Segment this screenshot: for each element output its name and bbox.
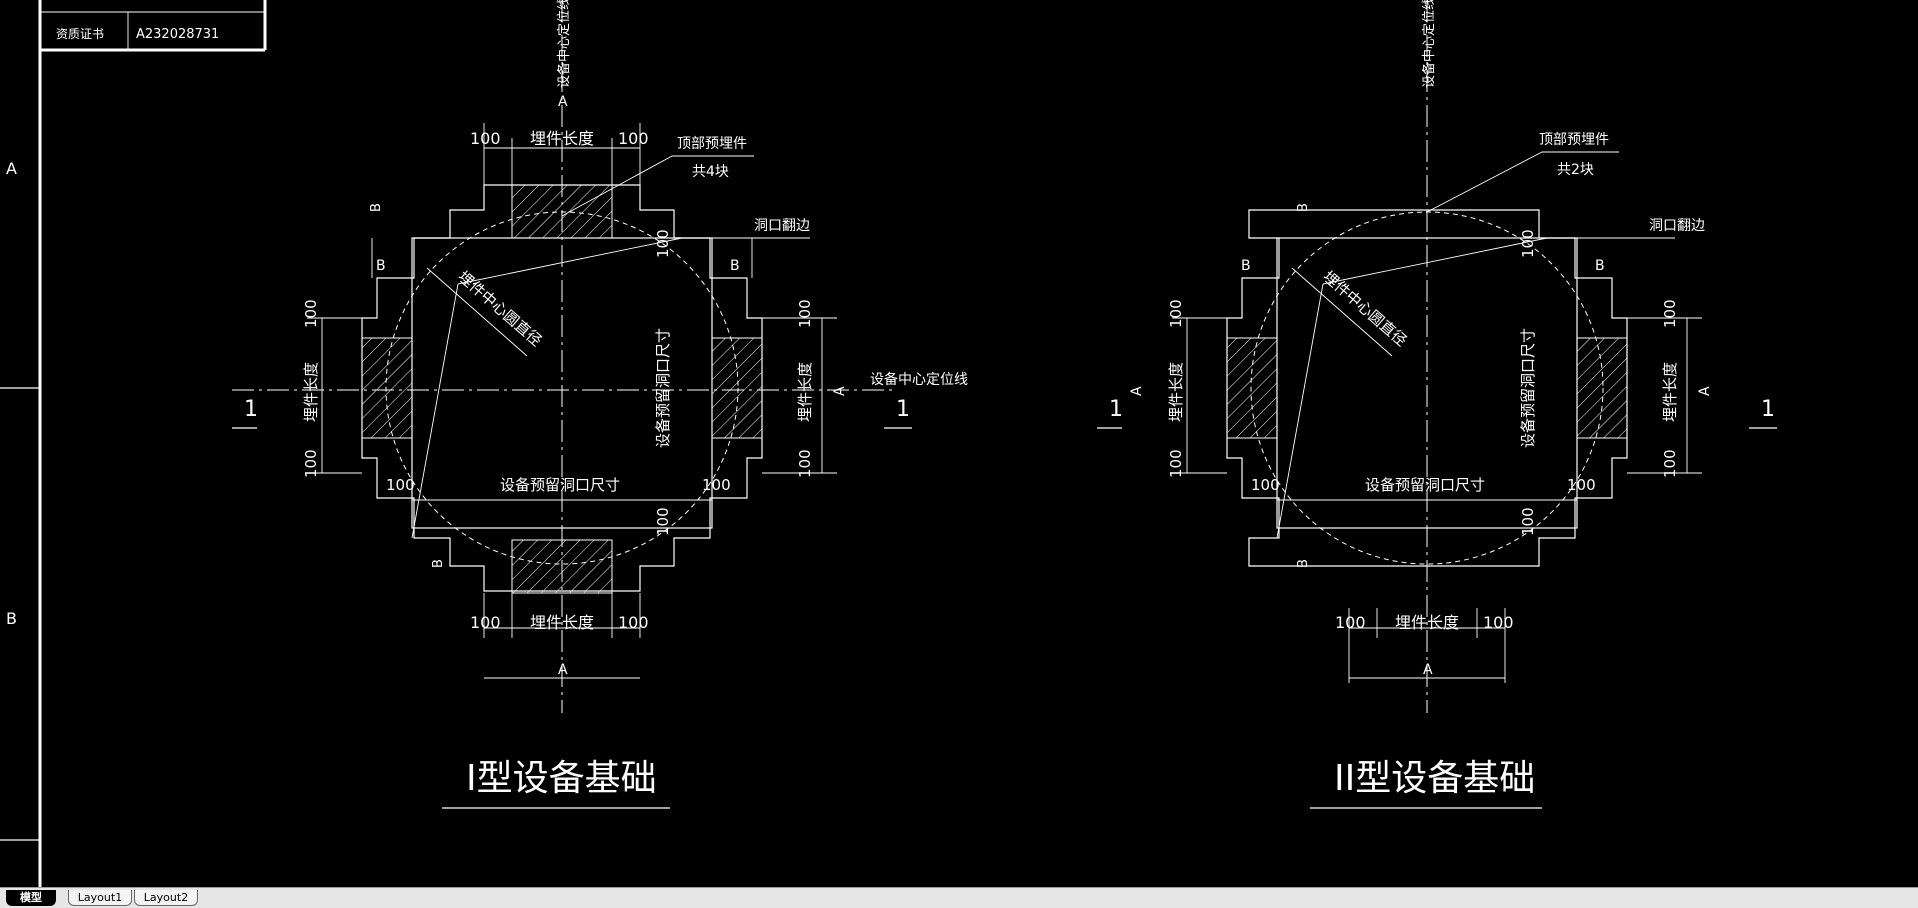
right-embed-length-label: 埋件长度 [796, 362, 814, 422]
section-b-mark: B [1241, 258, 1251, 274]
cert-number: A232028731 [136, 27, 219, 42]
bottom-dim-100-left: 100 [386, 476, 415, 494]
right-side-dim-100-top: 100 [1661, 299, 1679, 328]
right-section-a: A [1697, 386, 1713, 396]
bottom-section-a: A [558, 662, 568, 678]
center-line-label-vertical: 设备中心定位线 [1421, 0, 1437, 88]
title-block: 资质证书 A232028731 [40, 0, 267, 52]
foundation-drawing-type-2: 埋件中心圆直径 顶部预埋件 共2块 洞口翻边 B B B B 设备预留洞口尺寸 … [1097, 0, 1777, 713]
embed-note-line1: 顶部预埋件 [677, 136, 747, 152]
right-side-dim-100-bottom: 100 [796, 449, 814, 478]
right-side-dim-100-top: 100 [796, 299, 814, 328]
right-embed-length-label: 埋件长度 [1661, 362, 1679, 422]
right-side-dim-100-bottom: 100 [1661, 449, 1679, 478]
bottom-section-a: A [1423, 662, 1433, 678]
left-dim-100-top: 100 [302, 299, 320, 328]
foundation-drawing-type-1: 埋件中心圆直径 100 埋件长度 100 A 顶部预埋件 共4块 洞口翻边 B … [232, 0, 968, 713]
tab-model[interactable]: 模型 [6, 890, 56, 906]
embed-note-line2: 共2块 [1557, 162, 1594, 178]
left-dim-100-bottom: 100 [302, 449, 320, 478]
section-b-mark: B [1296, 559, 1311, 568]
left-embed-length-label: 埋件长度 [302, 362, 320, 422]
right-dim-100-lower: 100 [654, 507, 672, 536]
cut-mark-left: 1 [244, 397, 258, 422]
grid-label-b: B [6, 609, 17, 628]
bottom-dim-100-right: 100 [702, 476, 731, 494]
embed-note-line2: 共4块 [692, 164, 729, 180]
tab-layout2[interactable]: Layout2 [134, 890, 198, 906]
opening-size-horizontal: 设备预留洞口尺寸 [500, 476, 620, 494]
top-section-a: A [558, 94, 568, 110]
cert-label: 资质证书 [56, 27, 104, 41]
embed-note-line1: 顶部预埋件 [1539, 132, 1609, 148]
section-b-mark: B [730, 258, 740, 274]
opening-size-vertical: 设备预留洞口尺寸 [654, 328, 672, 448]
left-section-a: A [1129, 386, 1145, 396]
top-embed-length-label: 埋件长度 [530, 129, 594, 148]
bottom-dim-100-l: 100 [470, 613, 501, 632]
bottom-dim-100-r: 100 [618, 613, 649, 632]
right-dim-100: 100 [654, 229, 672, 258]
section-b-mark: B [431, 559, 446, 568]
grid-label-a: A [6, 159, 17, 178]
bottom-dim-100-right: 100 [1567, 476, 1596, 494]
section-b-mark: B [1595, 258, 1605, 274]
opening-size-vertical: 设备预留洞口尺寸 [1519, 328, 1537, 448]
bottom-embed-length-label: 埋件长度 [1395, 613, 1459, 632]
opening-size-horizontal: 设备预留洞口尺寸 [1365, 476, 1485, 494]
right-dim-100-lower: 100 [1519, 507, 1537, 536]
section-b-mark: B [376, 258, 386, 274]
cut-mark-right: 1 [896, 397, 910, 422]
top-dim-100-left: 100 [470, 129, 501, 148]
bottom-dim-100-left: 100 [1251, 476, 1280, 494]
center-circle-label: 埋件中心圆直径 [1319, 267, 1410, 349]
center-line-label: 设备中心定位线 [870, 371, 968, 388]
bottom-dim-100-r: 100 [1483, 613, 1514, 632]
tab-layout1[interactable]: Layout1 [68, 890, 132, 906]
drawing-frame: A B [0, 0, 42, 887]
edge-note: 洞口翻边 [754, 218, 810, 234]
cut-mark-left: 1 [1109, 397, 1123, 422]
center-line-label-vertical: 设备中心定位线 [556, 0, 572, 88]
right-dim-100: 100 [1519, 229, 1537, 258]
center-circle-label: 埋件中心圆直径 [454, 267, 545, 349]
section-b-mark: B [369, 203, 384, 212]
bottom-embed-length-label: 埋件长度 [530, 613, 594, 632]
left-dim-100-top: 100 [1167, 299, 1185, 328]
section-b-mark: B [1296, 203, 1311, 212]
drawing-title-type-2: II型设备基础 [1334, 758, 1535, 799]
drawing-canvas[interactable]: A B 资质证书 A232028731 埋件中心圆直径 [0, 0, 1918, 887]
right-section-a: A [832, 386, 848, 396]
bottom-dim-100-l: 100 [1335, 613, 1366, 632]
edge-note: 洞口翻边 [1649, 218, 1705, 234]
drawing-title-type-1: I型设备基础 [466, 758, 657, 799]
top-dim-100-right: 100 [618, 129, 649, 148]
left-embed-length-label: 埋件长度 [1167, 362, 1185, 422]
left-dim-100-bottom: 100 [1167, 449, 1185, 478]
layout-tab-bar: 模型 Layout1 Layout2 [0, 887, 1918, 908]
cut-mark-right: 1 [1761, 397, 1775, 422]
